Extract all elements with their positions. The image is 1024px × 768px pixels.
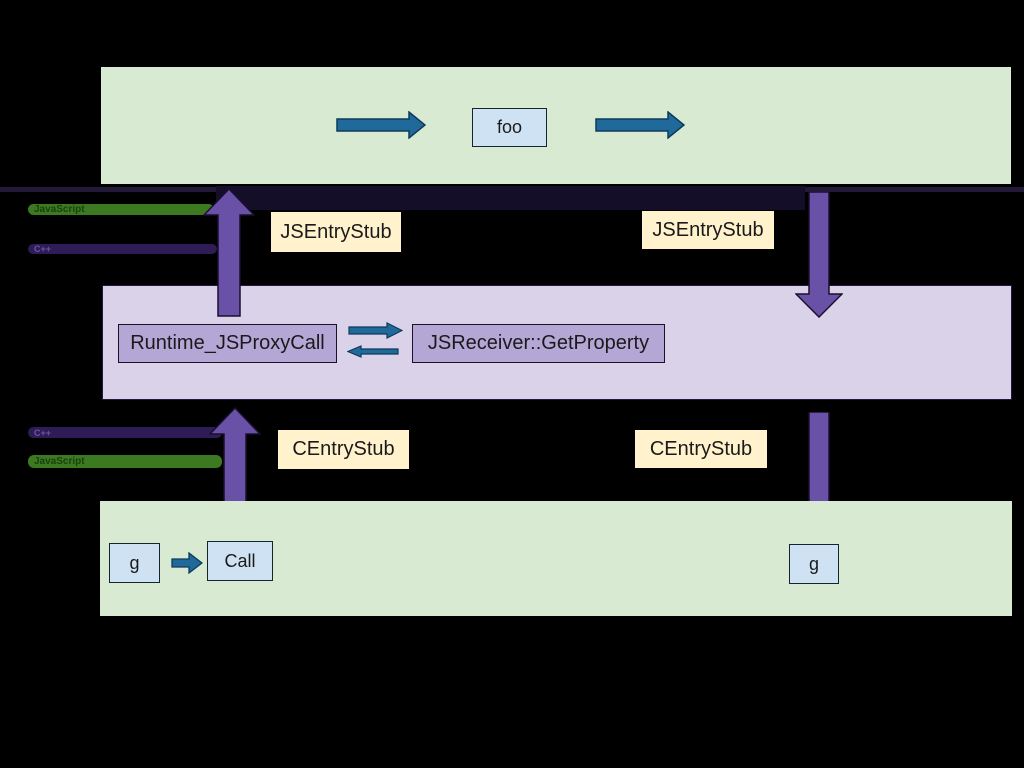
javascript-side-pill: JavaScript: [28, 204, 214, 215]
foo-function-box: foo: [472, 108, 547, 147]
jsreceiver-getproperty-box: JSReceiver::GetProperty: [412, 324, 665, 363]
top-js-band: [101, 67, 1011, 184]
call-builtin-box: Call: [207, 541, 273, 581]
up-transition-arrow-icon: [203, 188, 255, 317]
c-entry-stub-left-label: CEntryStub: [278, 430, 409, 469]
javascript-side-pill: JavaScript: [28, 455, 222, 468]
js-entry-stub-left-label: JSEntryStub: [271, 212, 401, 252]
foo-label: foo: [496, 117, 523, 137]
cpp-side-pill: C++: [28, 244, 217, 254]
call-right-arrow-icon: [348, 322, 403, 339]
down-transition-arrow-icon: [795, 192, 843, 318]
js-entry-stub-right-label: JSEntryStub: [642, 211, 774, 249]
flow-right-arrow-icon: [595, 111, 685, 139]
runtime-jsproxycall-box: Runtime_JSProxyCall: [118, 324, 337, 363]
return-left-arrow-icon: [347, 345, 399, 358]
flow-right-arrow-icon: [336, 111, 426, 139]
boundary-stub-bar: [216, 186, 805, 210]
g-function-box-right: g: [789, 544, 839, 584]
c-entry-stub-right-label: CEntryStub: [635, 430, 767, 468]
flow-right-arrow-icon: [171, 552, 203, 574]
g-function-box-left: g: [109, 543, 160, 583]
cpp-side-pill: C++: [28, 427, 222, 438]
